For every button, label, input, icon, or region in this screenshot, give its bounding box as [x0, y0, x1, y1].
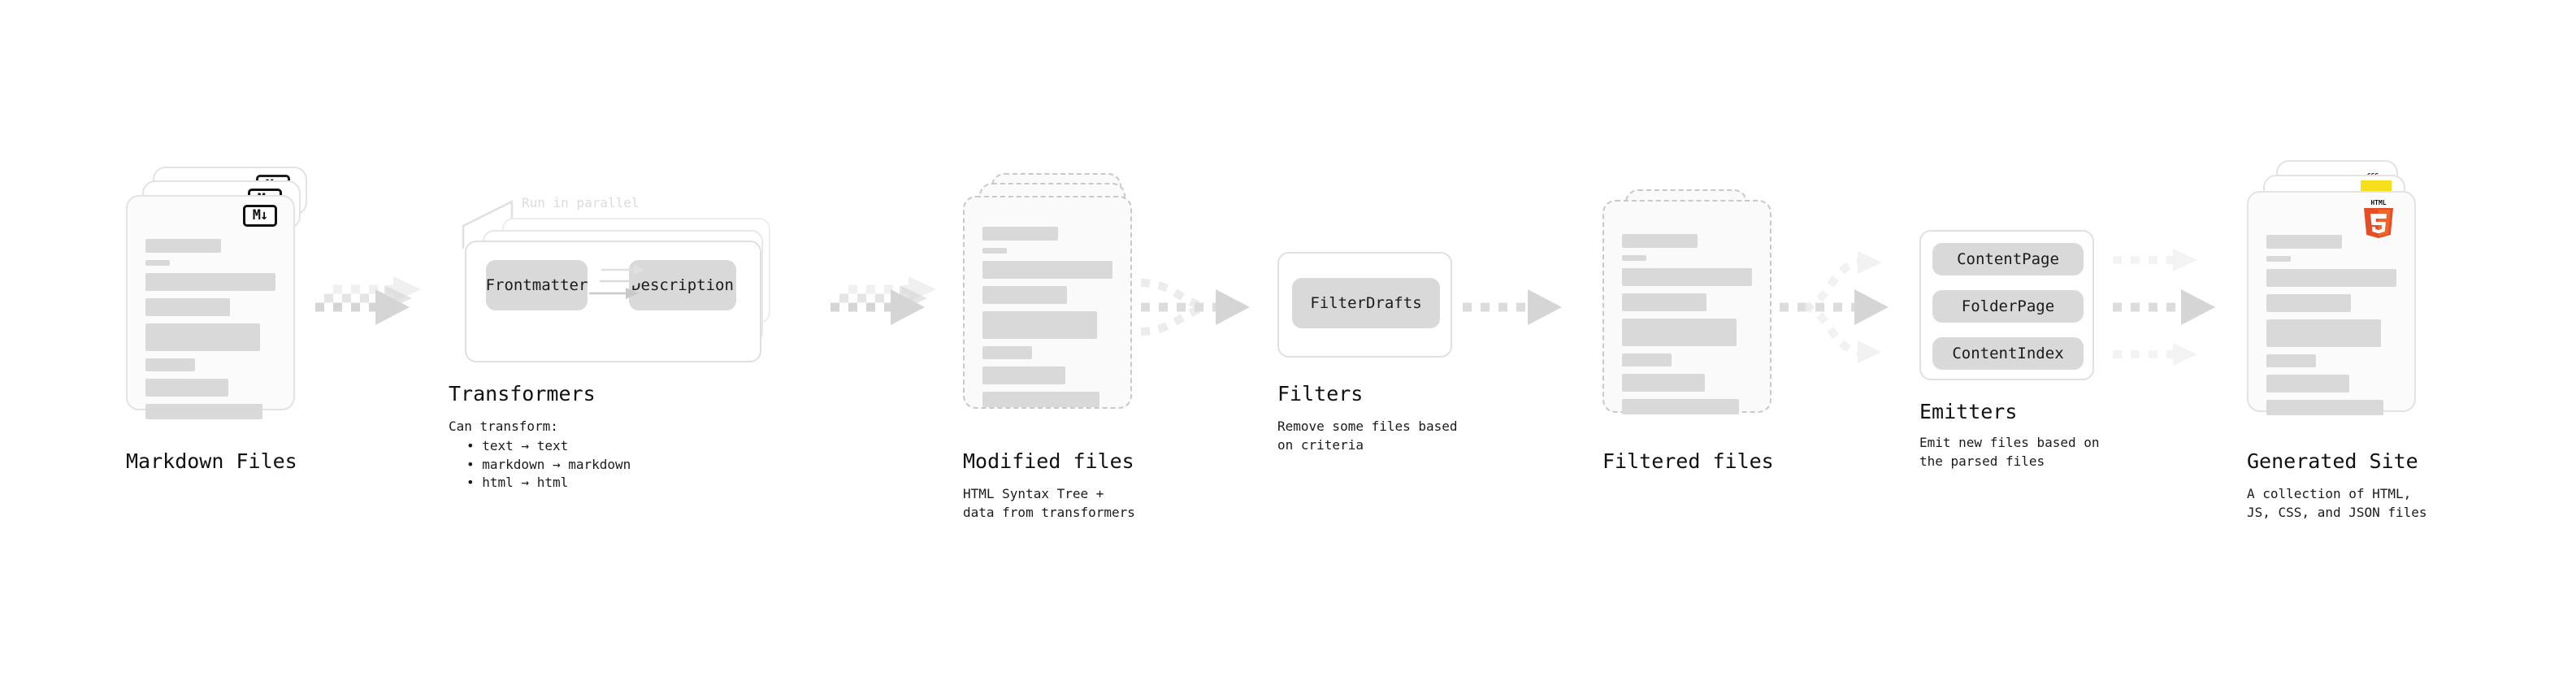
- filtered-placeholder-bars: [1622, 234, 1752, 422]
- filters-title: Filters: [1277, 382, 1364, 406]
- run-in-parallel-label: Run in parallel: [522, 195, 640, 210]
- bar: [1622, 268, 1752, 286]
- bar: [1622, 255, 1647, 261]
- filters-chip-filterdrafts[interactable]: FilterDrafts: [1292, 278, 1440, 328]
- transformers-group-front: Frontmatter Description: [465, 241, 761, 362]
- transformers-bullet-0: • text → text: [466, 438, 569, 453]
- bar: [1622, 374, 1706, 392]
- bar: [2266, 235, 2342, 249]
- generated-site-stack: CSS HTML: [2247, 160, 2442, 420]
- transformers-chip-frontmatter[interactable]: Frontmatter: [486, 260, 588, 310]
- markdown-files-stack: M↓ M↓ M↓: [126, 167, 313, 419]
- emitters-chip-folderpage[interactable]: FolderPage: [1932, 290, 2084, 323]
- markdown-placeholder-bars: [145, 239, 275, 427]
- bar: [145, 239, 221, 253]
- generated-site-desc: A collection of HTML, JS, CSS, and JSON …: [2247, 486, 2427, 520]
- markdown-card-front: [126, 195, 295, 419]
- bar: [2266, 375, 2350, 393]
- transformers-bullets: • text → text • markdown → markdown • ht…: [455, 437, 631, 492]
- bar: [1622, 399, 1739, 414]
- transformers-chip-description[interactable]: Description: [629, 260, 736, 310]
- markdown-files-title: Markdown Files: [126, 449, 297, 473]
- modified-placeholder-bars: [982, 227, 1112, 414]
- bar: [2266, 294, 2351, 312]
- transformers-title: Transformers: [449, 382, 596, 406]
- bar: [982, 261, 1112, 279]
- bar: [145, 273, 275, 291]
- transformers-desc: Can transform:: [449, 419, 558, 434]
- transformers-bullet-1: • markdown → markdown: [466, 456, 631, 472]
- bar: [1622, 234, 1698, 248]
- transformers-stage: Run in parallel Frontmatter Description: [449, 185, 830, 380]
- emitters-chip-contentindex[interactable]: ContentIndex: [1932, 337, 2084, 370]
- filtered-files-stack: [1602, 189, 1789, 425]
- bar: [982, 286, 1067, 304]
- emitters-chip-contentpage[interactable]: ContentPage: [1932, 243, 2084, 275]
- transformers-bullet-2: • html → html: [466, 475, 569, 491]
- bar: [982, 346, 1032, 359]
- bar: [982, 227, 1058, 241]
- bar: [145, 260, 171, 266]
- emitters-title: Emitters: [1919, 400, 2018, 423]
- site-placeholder-bars: [2266, 235, 2396, 423]
- modified-files-stack: [963, 173, 1150, 417]
- emitters-desc: Emit new files based on the parsed files: [1919, 435, 2100, 469]
- bar: [145, 298, 230, 316]
- bar: [982, 311, 1097, 339]
- modified-files-desc: HTML Syntax Tree + data from transformer…: [963, 486, 1135, 520]
- bar: [982, 248, 1008, 254]
- markdown-badge-front: M↓: [243, 205, 277, 227]
- svg-text:HTML: HTML: [2370, 199, 2386, 206]
- filters-stage: FilterDrafts: [1277, 252, 1456, 366]
- bar: [982, 367, 1066, 384]
- bar: [1622, 319, 1737, 346]
- modified-card-front: [963, 196, 1132, 409]
- bar: [2266, 400, 2383, 415]
- filtered-card-front: [1602, 200, 1772, 414]
- bar: [1622, 354, 1672, 367]
- html5-badge: HTML: [2361, 197, 2396, 238]
- filters-group: FilterDrafts: [1277, 252, 1452, 358]
- bar: [145, 358, 195, 371]
- bar: [145, 404, 262, 419]
- bar: [145, 323, 260, 351]
- bar: [1622, 293, 1706, 311]
- bar: [2266, 354, 2316, 367]
- bar: [2266, 256, 2292, 262]
- filters-desc: Remove some files based on criteria: [1277, 419, 1458, 453]
- emitters-group: ContentPage FolderPage ContentIndex: [1919, 230, 2094, 380]
- emitters-stage: ContentPage FolderPage ContentIndex: [1919, 230, 2106, 388]
- filtered-files-title: Filtered files: [1602, 449, 1774, 473]
- bar: [982, 392, 1099, 407]
- bar: [145, 379, 229, 397]
- bar: [2266, 319, 2381, 347]
- bar: [2266, 269, 2396, 287]
- generated-site-title: Generated Site: [2247, 449, 2418, 473]
- modified-files-title: Modified files: [963, 449, 1134, 473]
